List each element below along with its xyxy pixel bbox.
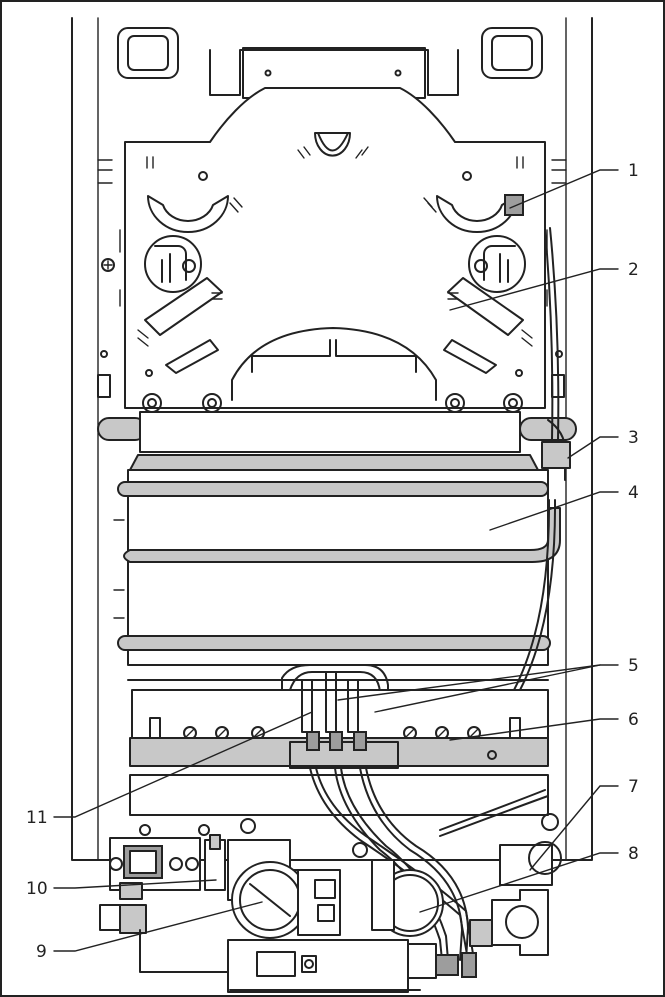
heat-exchanger bbox=[97, 227, 577, 691]
callout-1: 1 bbox=[628, 161, 639, 181]
callout-2: 2 bbox=[628, 260, 639, 280]
burner bbox=[127, 664, 559, 836]
callout-10: 10 bbox=[26, 879, 48, 899]
callout-3: 3 bbox=[628, 428, 639, 448]
callout-5: 5 bbox=[628, 656, 639, 676]
callout-6: 6 bbox=[628, 710, 639, 730]
back-casing bbox=[71, 17, 593, 861]
leader-lines bbox=[53, 169, 619, 952]
callout-7: 7 bbox=[628, 777, 639, 797]
callout-11: 11 bbox=[26, 808, 48, 828]
callout-4: 4 bbox=[628, 483, 639, 503]
hood-plate bbox=[97, 87, 567, 413]
callouts: 1 2 3 4 5 6 7 8 9 10 11 bbox=[26, 161, 639, 962]
callout-9: 9 bbox=[36, 942, 47, 962]
valve-assembly bbox=[99, 818, 562, 993]
callout-8: 8 bbox=[628, 844, 639, 864]
